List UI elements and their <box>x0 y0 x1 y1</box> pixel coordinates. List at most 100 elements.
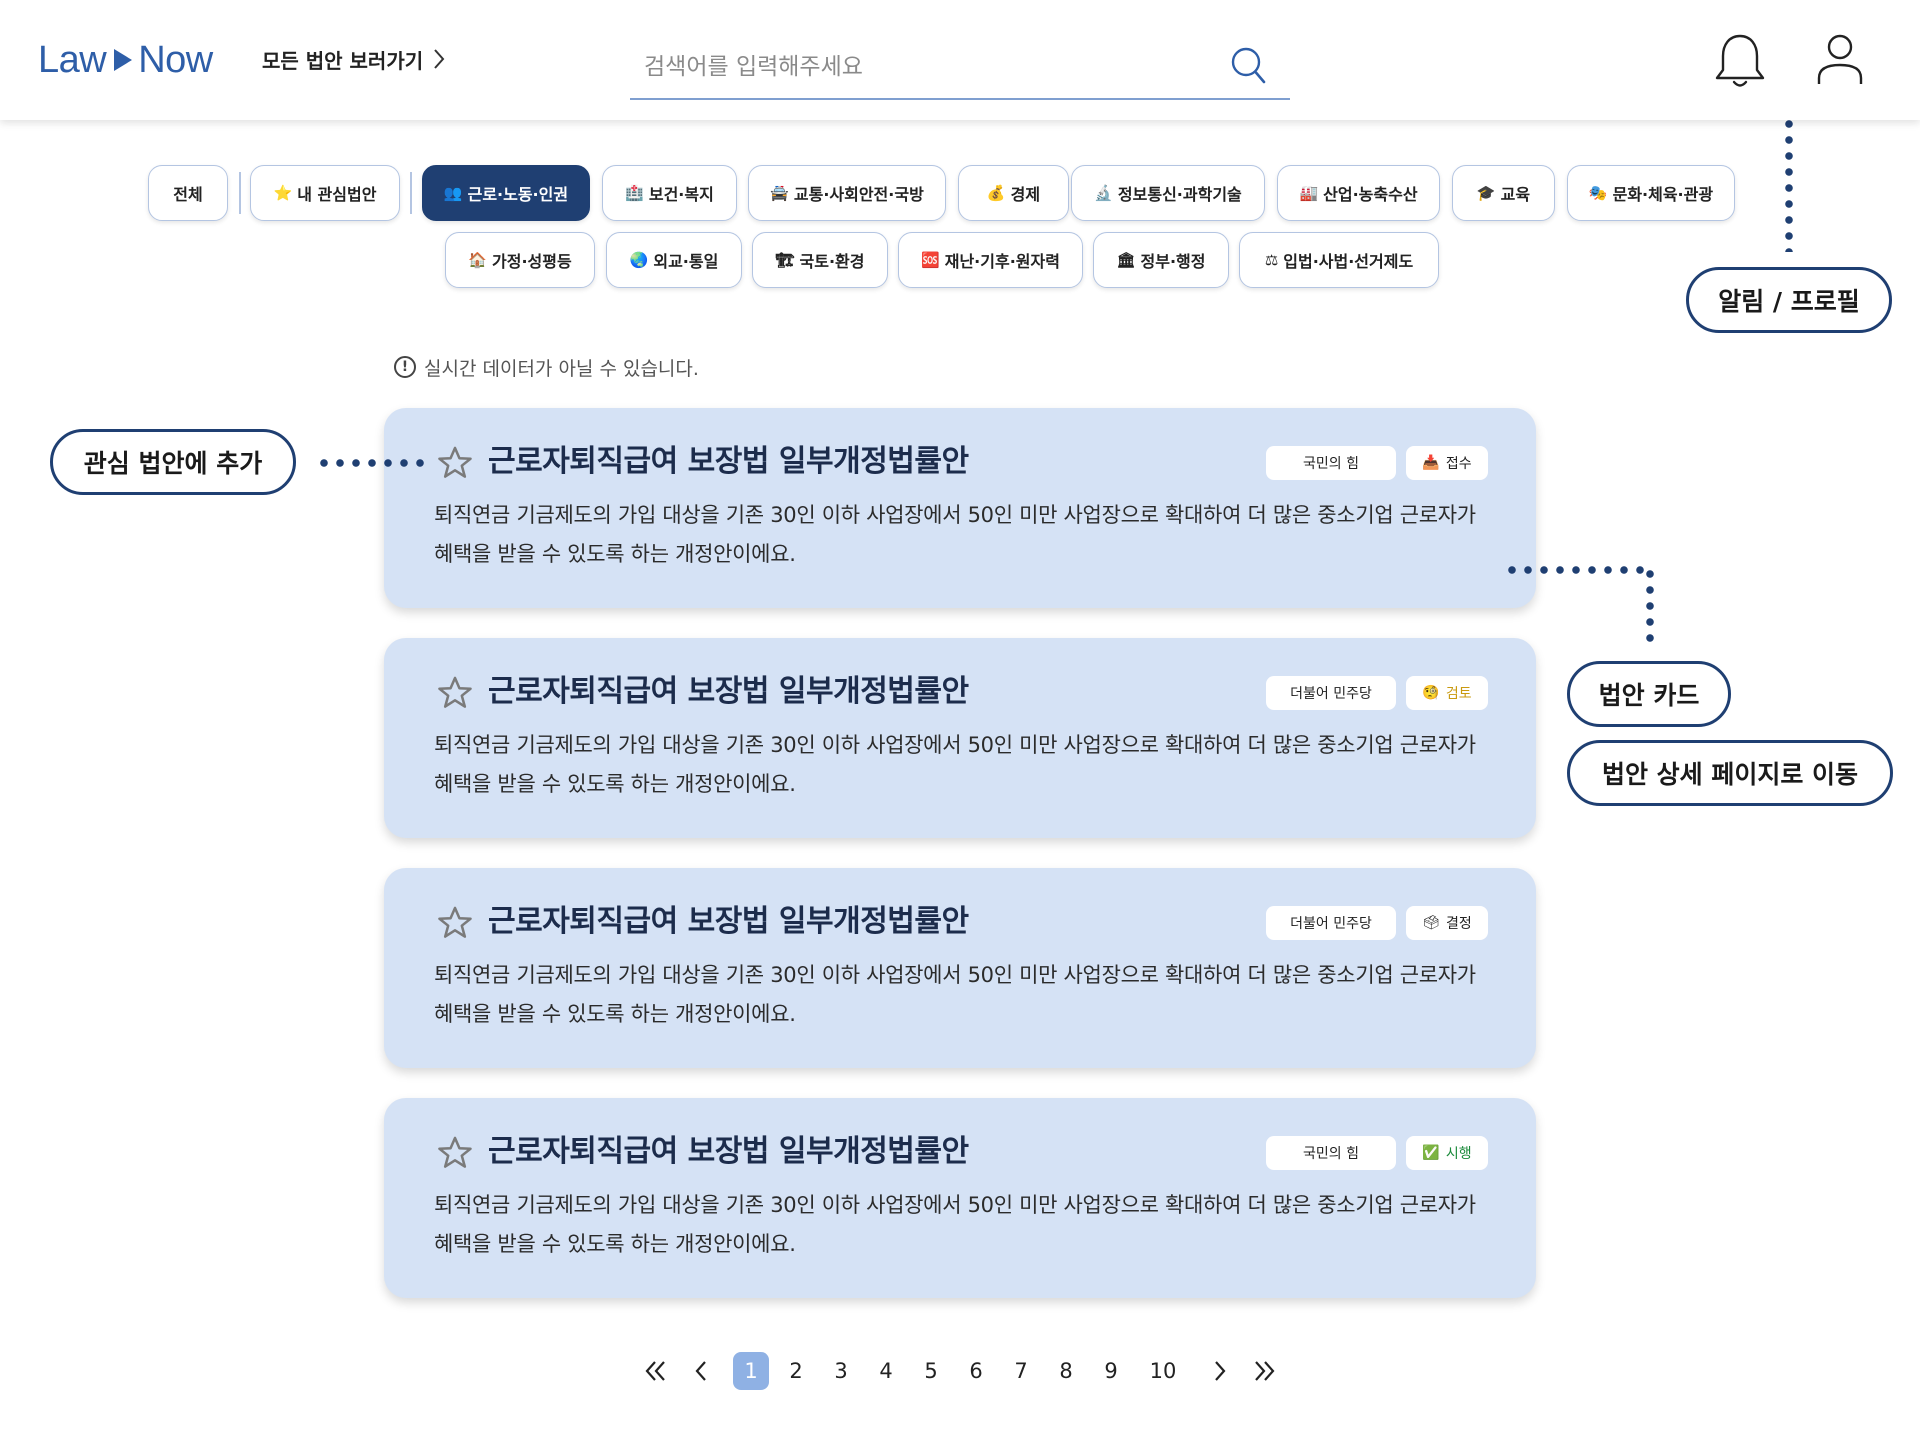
pagination: 1 2 3 4 5 6 7 8 9 10 <box>0 1352 1920 1392</box>
thinking-face-icon: 🧐 <box>1422 685 1440 701</box>
star-outline-icon[interactable] <box>436 444 474 482</box>
microscope-icon: 🔬 <box>1094 184 1113 202</box>
money-bag-icon: 💰 <box>986 184 1006 202</box>
party-badge: 국민의 힘 <box>1266 1136 1396 1170</box>
category-chip-disaster[interactable]: 🆘 재난·기후·원자력 <box>898 232 1083 288</box>
bill-card[interactable]: 근로자퇴직급여 보장법 일부개정법률안 더불어 민주당 🗳 결정 퇴직연금 기금… <box>384 868 1536 1068</box>
annotation-add-interest: 관심 법안에 추가 <box>50 429 296 495</box>
logo[interactable]: Law Now <box>38 36 213 84</box>
category-chip-economy[interactable]: 💰 경제 <box>958 165 1069 221</box>
double-chevron-right-icon <box>1255 1361 1275 1381</box>
category-label: 입법·사법·선거제도 <box>1283 252 1414 271</box>
double-chevron-left-icon <box>645 1361 665 1381</box>
status-badge: ✅ 시행 <box>1406 1136 1488 1170</box>
category-chip-legislation[interactable]: ⚖ 입법·사법·선거제도 <box>1239 232 1439 288</box>
category-label: 경제 <box>1010 185 1041 204</box>
category-chip-family[interactable]: 🏠 가정·성평등 <box>445 232 595 288</box>
all-bills-link[interactable]: 모든 법안 보러가기 <box>262 44 445 74</box>
bill-card[interactable]: 근로자퇴직급여 보장법 일부개정법률안 국민의 힘 ✅ 시행 퇴직연금 기금제도… <box>384 1098 1536 1298</box>
notice-text: 실시간 데이터가 아닐 수 있습니다. <box>424 357 699 380</box>
category-chip-ict[interactable]: 🔬 정보통신·과학기술 <box>1071 165 1265 221</box>
page-9[interactable]: 9 <box>1104 1359 1118 1383</box>
search-icon[interactable] <box>1230 46 1268 86</box>
all-bills-label: 모든 법안 보러가기 <box>262 48 424 73</box>
category-label: 가정·성평등 <box>492 252 572 271</box>
page-5[interactable]: 5 <box>924 1359 938 1383</box>
category-label: 산업·농축수산 <box>1323 185 1418 204</box>
category-label: 정부·행정 <box>1140 252 1206 271</box>
status-badge: 🗳 결정 <box>1406 906 1488 940</box>
annotation-connector <box>1646 566 1654 646</box>
annotation-bill-card: 법안 카드 <box>1567 661 1731 727</box>
inbox-icon: 📥 <box>1422 455 1440 471</box>
category-label: 내 관심법안 <box>297 185 377 204</box>
category-chip-land[interactable]: 🏗 국토·환경 <box>752 232 888 288</box>
page-1[interactable]: 1 <box>733 1352 769 1390</box>
party-badge: 더불어 민주당 <box>1266 676 1396 710</box>
star-outline-icon[interactable] <box>436 904 474 942</box>
status-label: 시행 <box>1445 1146 1472 1162</box>
bill-card[interactable]: 근로자퇴직급여 보장법 일부개정법률안 더불어 민주당 🧐 검토 퇴직연금 기금… <box>384 638 1536 838</box>
status-badge: 📥 접수 <box>1406 446 1488 480</box>
search-bar <box>630 38 1290 100</box>
category-label: 교육 <box>1500 185 1531 204</box>
people-icon: 👥 <box>443 184 463 202</box>
category-chip-my-interest[interactable]: ⭐ 내 관심법안 <box>250 165 400 221</box>
page-8[interactable]: 8 <box>1059 1359 1073 1383</box>
category-chip-culture[interactable]: 🎭 문화·체육·관광 <box>1567 165 1735 221</box>
hospital-icon: 🏥 <box>625 184 644 202</box>
status-label: 접수 <box>1445 456 1472 472</box>
page-2[interactable]: 2 <box>789 1359 803 1383</box>
category-label: 근로·노동·인권 <box>467 185 569 204</box>
category-chip-diplomacy[interactable]: 🌏 외교·통일 <box>606 232 742 288</box>
bell-icon[interactable] <box>1712 32 1768 90</box>
globe-icon: 🌏 <box>629 251 649 269</box>
bill-description: 퇴직연금 기금제도의 가입 대상을 기존 30인 이하 사업장에서 50인 미만… <box>434 503 1476 566</box>
category-chip-traffic[interactable]: 🚔 교통·사회안전·국방 <box>748 165 946 221</box>
play-icon <box>114 49 133 71</box>
ballot-box-icon: 🗳 <box>1422 915 1440 931</box>
bill-card[interactable]: 근로자퇴직급여 보장법 일부개정법률안 국민의 힘 📥 접수 퇴직연금 기금제도… <box>384 408 1536 608</box>
annotation-go-detail: 법안 상세 페이지로 이동 <box>1567 740 1893 806</box>
realtime-notice: ! 실시간 데이터가 아닐 수 있습니다. <box>394 352 699 382</box>
first-page-button[interactable] <box>638 1352 674 1390</box>
category-label: 교통·사회안전·국방 <box>793 185 924 204</box>
category-label: 전체 <box>173 185 203 204</box>
prev-page-button[interactable] <box>683 1352 719 1390</box>
user-icon[interactable] <box>1812 32 1868 90</box>
page-3[interactable]: 3 <box>834 1359 848 1383</box>
bill-description: 퇴직연금 기금제도의 가입 대상을 기존 30인 이하 사업장에서 50인 미만… <box>434 963 1476 1026</box>
annotation-connector <box>1785 100 1793 252</box>
star-outline-icon[interactable] <box>436 674 474 712</box>
category-label: 문화·체육·관광 <box>1612 185 1714 204</box>
sos-icon: 🆘 <box>921 251 940 269</box>
category-chip-industry[interactable]: 🏭 산업·농축수산 <box>1277 165 1440 221</box>
last-page-button[interactable] <box>1246 1352 1282 1390</box>
house-icon: 🏠 <box>468 251 487 269</box>
construction-icon: 🏗 <box>775 251 795 269</box>
category-chip-all[interactable]: 전체 <box>148 165 228 221</box>
page-4[interactable]: 4 <box>879 1359 893 1383</box>
chevron-left-icon <box>695 1361 706 1381</box>
category-chip-government[interactable]: 🏛 정부·행정 <box>1093 232 1229 288</box>
page-6[interactable]: 6 <box>969 1359 983 1383</box>
bill-title: 근로자퇴직급여 보장법 일부개정법률안 <box>488 904 969 939</box>
page-10[interactable]: 10 <box>1149 1359 1177 1383</box>
bill-title: 근로자퇴직급여 보장법 일부개정법률안 <box>488 444 969 479</box>
graduation-cap-icon: 🎓 <box>1476 184 1496 202</box>
party-badge: 더불어 민주당 <box>1266 906 1396 940</box>
category-chip-health[interactable]: 🏥 보건·복지 <box>602 165 737 221</box>
bill-description: 퇴직연금 기금제도의 가입 대상을 기존 30인 이하 사업장에서 50인 미만… <box>434 733 1476 796</box>
info-icon: ! <box>394 356 416 378</box>
next-page-button[interactable] <box>1202 1352 1238 1390</box>
category-chip-education[interactable]: 🎓 교육 <box>1452 165 1555 221</box>
star-outline-icon[interactable] <box>436 1134 474 1172</box>
category-label: 정보통신·과학기술 <box>1117 185 1242 204</box>
category-label: 보건·복지 <box>648 185 714 204</box>
logo-text-left: Law <box>38 38 107 81</box>
party-badge: 국민의 힘 <box>1266 446 1396 480</box>
search-input[interactable] <box>644 44 1204 90</box>
page-7[interactable]: 7 <box>1014 1359 1028 1383</box>
category-chip-labor[interactable]: 👥 근로·노동·인권 <box>422 165 590 221</box>
status-label: 결정 <box>1446 916 1472 932</box>
